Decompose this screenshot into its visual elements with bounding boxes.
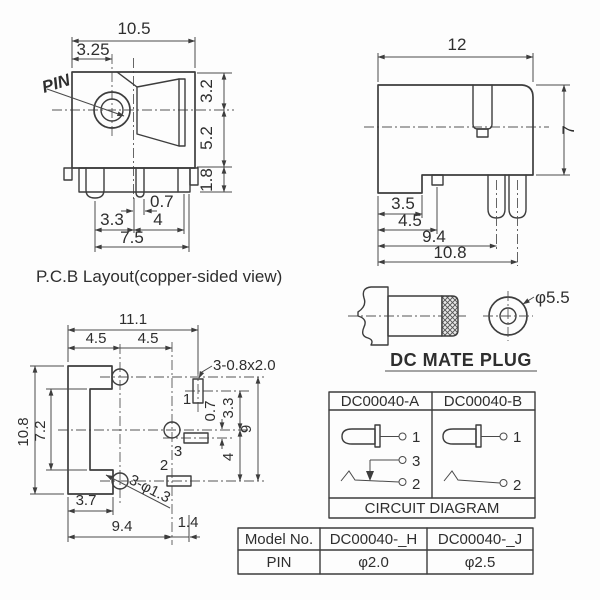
dim-front-right-stack: 3.2 5.2 1.8 <box>197 72 232 193</box>
svg-text:1: 1 <box>513 429 521 446</box>
dim-pcb-left: 10.8 7.2 <box>15 365 87 495</box>
pad2-number: 2 <box>160 457 168 474</box>
jack-body-side <box>377 84 534 194</box>
mate-plug-title: DC MATE PLUG <box>390 350 532 370</box>
svg-text:0.7: 0.7 <box>150 192 174 211</box>
model-number-table: Model No. DC00040-_H DC00040-_J PIN φ2.0… <box>237 527 534 575</box>
pin-callout-label: PIN <box>40 70 73 97</box>
svg-text:3.7: 3.7 <box>76 492 97 509</box>
svg-text:3.5: 3.5 <box>391 194 415 213</box>
circuit-b-schematic: 1 2 <box>442 424 521 494</box>
pad3-number: 3 <box>174 443 182 460</box>
dim-pcb-bottom: 3.7 9.4 1.4 <box>67 492 200 542</box>
svg-text:12: 12 <box>448 35 467 54</box>
svg-text:φ5.5: φ5.5 <box>535 288 570 307</box>
pcb-pad-2 <box>166 475 192 487</box>
side-tab <box>431 174 444 186</box>
svg-text:9.4: 9.4 <box>422 227 446 246</box>
dim-side-height: 7 <box>536 84 578 176</box>
svg-text:3.2: 3.2 <box>197 79 216 103</box>
pcb-outline <box>67 365 114 495</box>
pcb-pad-3 <box>183 432 209 444</box>
svg-text:3.3: 3.3 <box>220 398 237 419</box>
svg-text:4: 4 <box>153 210 162 229</box>
dim-front-pin-offset: 3.25 <box>71 40 113 62</box>
center-pin-outer <box>93 91 131 129</box>
svg-text:7: 7 <box>559 125 578 134</box>
svg-text:2: 2 <box>513 477 521 494</box>
circuit-diagram-caption: CIRCUIT DIAGRAM <box>365 500 500 517</box>
svg-text:9: 9 <box>238 425 255 433</box>
jack-shoulder <box>78 167 191 193</box>
svg-text:3.3: 3.3 <box>100 210 124 229</box>
svg-text:11.1: 11.1 <box>119 311 147 328</box>
svg-text:10.5: 10.5 <box>117 19 150 38</box>
side-view: 12 7 3.5 4.5 9.4 10.8 <box>364 35 578 266</box>
dim-side-bottom-stack: 3.5 4.5 9.4 10.8 <box>377 187 518 266</box>
svg-text:10.8: 10.8 <box>433 243 466 262</box>
pin-row-label: PIN <box>266 554 291 571</box>
model-j-cell: DC00040-_J <box>438 531 522 548</box>
dim-front-top-width: 10.5 <box>71 19 196 68</box>
slot-size-callout: 3-0.8x2.0 <box>198 357 276 379</box>
pin-h-value: φ2.0 <box>358 554 389 571</box>
pcb-hole-center <box>163 421 181 439</box>
svg-text:4: 4 <box>220 453 237 461</box>
dim-plug-diameter: φ5.5 <box>522 288 570 307</box>
pcb-pad-1 <box>192 378 204 404</box>
pcb-layout-view: 1 3 2 3-0.8x2.0 3-φ1.3 11.1 4.5 4.5 <box>15 311 276 545</box>
svg-text:1: 1 <box>412 429 420 446</box>
svg-text:2: 2 <box>412 476 420 493</box>
model-a-header: DC00040-A <box>341 393 419 410</box>
front-view: PIN 10.5 3.25 3.2 5.2 1.8 <box>36 19 282 286</box>
front-leg-left <box>85 167 105 199</box>
pcb-hole-bottom <box>111 472 129 490</box>
svg-text:1.4: 1.4 <box>178 514 199 531</box>
model-b-header: DC00040-B <box>444 393 522 410</box>
svg-text:10.8: 10.8 <box>15 417 32 446</box>
plug-handle <box>357 286 389 346</box>
svg-text:5.2: 5.2 <box>197 126 216 150</box>
center-pin-inner <box>100 98 124 122</box>
circuit-diagram-table: DC00040-A DC00040-B CIRCUIT DIAGRAM 1 3 … <box>328 391 536 519</box>
pad1-number: 1 <box>183 391 191 408</box>
svg-text:7.2: 7.2 <box>32 421 49 442</box>
dim-pcb-top: 11.1 4.5 4.5 <box>67 311 199 374</box>
mate-plug-view: φ5.5 DC MATE PLUG <box>348 286 570 372</box>
model-no-header: Model No. <box>245 531 313 548</box>
svg-text:4.5: 4.5 <box>86 330 107 347</box>
dim-pcb-right: 0.7 3.3 4 9 <box>202 376 261 482</box>
svg-text:3.25: 3.25 <box>76 40 109 59</box>
svg-text:3: 3 <box>412 453 420 470</box>
pcb-layout-caption: P.C.B Layout(copper-sided view) <box>36 267 282 286</box>
dim-front-leg-pitch: 3.3 4 <box>94 194 185 252</box>
model-h-cell: DC00040-_H <box>330 531 418 548</box>
dim-front-pin-width: 0.7 <box>121 192 174 233</box>
svg-text:3-φ1.3: 3-φ1.3 <box>126 471 173 506</box>
hole-size-callout: 3-φ1.3 <box>105 471 173 509</box>
pcb-hole-top <box>111 368 129 386</box>
slot-side <box>472 84 493 130</box>
svg-text:3-0.8x2.0: 3-0.8x2.0 <box>213 357 276 374</box>
pin-j-value: φ2.5 <box>465 554 496 571</box>
dim-front-leg-span: 7.5 <box>94 194 190 252</box>
svg-text:1.8: 1.8 <box>197 168 216 192</box>
svg-text:4.5: 4.5 <box>398 211 422 230</box>
plug-tip-hatched <box>441 295 459 337</box>
svg-text:7.5: 7.5 <box>120 228 144 247</box>
svg-text:9.4: 9.4 <box>112 518 133 535</box>
svg-text:4.5: 4.5 <box>138 330 159 347</box>
front-pin-terminal <box>135 167 145 198</box>
dim-side-width: 12 <box>377 35 534 82</box>
svg-text:0.7: 0.7 <box>202 401 219 422</box>
circuit-a-schematic: 1 3 2 <box>340 424 420 493</box>
